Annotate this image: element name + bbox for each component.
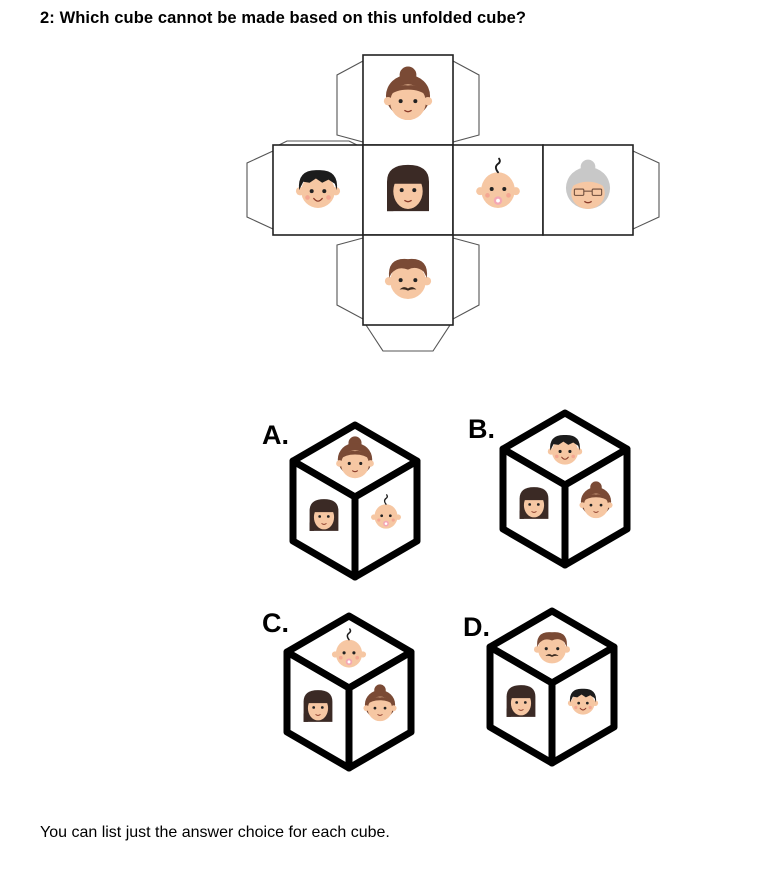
net-flap [336, 237, 364, 320]
cube-top-face [289, 421, 421, 501]
woman-face-icon [506, 685, 536, 717]
cube-top-face [486, 607, 618, 687]
cube-option-d: D. [463, 607, 618, 767]
woman-face-icon [387, 164, 429, 212]
cube-right-face [548, 643, 618, 767]
net-flap [364, 324, 452, 352]
net-face-bottom [362, 234, 454, 326]
girl-bun-face-icon [336, 436, 374, 479]
option-label: C. [262, 608, 289, 638]
cube-top-face [499, 409, 631, 489]
option-label: B. [468, 414, 495, 444]
cube-option-b: B. [468, 409, 631, 569]
cube-left-face [499, 445, 569, 569]
net-flap [632, 150, 660, 230]
baby-face-icon [331, 628, 367, 668]
net-flap [452, 60, 480, 143]
girl-bun-face-icon [579, 481, 613, 519]
woman-face-icon [309, 499, 339, 531]
net-face-right-2 [542, 144, 634, 236]
man-mustache-face-icon [384, 258, 432, 299]
cube-right-face [345, 648, 415, 772]
cube-option-c: C. [262, 608, 415, 772]
net-flap [452, 237, 480, 320]
unfolded-cube-net [246, 54, 660, 352]
question-body: Which cube cannot be made based on this … [59, 9, 527, 27]
cube-option-a: A. [262, 420, 421, 581]
woman-face-icon [303, 690, 333, 722]
cube-top-face [283, 612, 415, 692]
question-text: 2: Which cube cannot be made based on th… [40, 9, 526, 28]
net-face-right-1 [452, 144, 544, 236]
boy-face-icon [547, 435, 583, 465]
cube-left-face [486, 643, 556, 767]
cube-right-face [561, 445, 631, 569]
woman-face-icon [519, 487, 549, 519]
baby-face-icon [476, 157, 520, 208]
cube-left-face [289, 457, 359, 581]
option-label: D. [463, 612, 490, 642]
cube-right-face [351, 457, 421, 581]
footer-instruction: You can list just the answer choice for … [40, 824, 390, 841]
question-number: 2: [40, 9, 55, 27]
cube-left-face [283, 648, 353, 772]
girl-bun-face-icon [363, 684, 397, 722]
baby-face-icon [371, 494, 401, 529]
option-label: A. [262, 420, 289, 450]
net-face-center [362, 144, 454, 236]
boy-face-icon [295, 170, 341, 208]
net-face-top [362, 54, 454, 146]
net-flap [336, 60, 364, 143]
net-flap [246, 150, 274, 230]
girl-bun-face-icon [383, 66, 433, 121]
man-mustache-face-icon [533, 632, 571, 664]
net-face-left [272, 144, 364, 236]
grandma-face-icon [565, 159, 611, 209]
boy-face-icon [567, 688, 599, 715]
